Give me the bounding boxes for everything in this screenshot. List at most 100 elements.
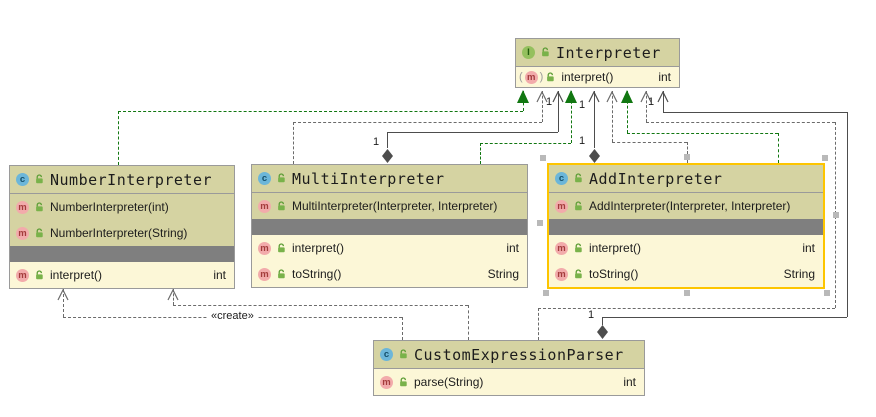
edge-parser-depends-on-number-interpreter-segment[interactable]	[172, 289, 174, 305]
selection-handle[interactable]	[540, 155, 546, 161]
member-label: AddInterpreter(Interpreter, Interpreter)	[589, 199, 791, 213]
method-icon: m	[555, 199, 568, 213]
member-row[interactable]: (m)interpret()int	[516, 67, 679, 87]
edge-label-multiplicity-add-target: 1	[579, 99, 586, 111]
member-return-type: int	[658, 70, 671, 84]
edge-add-depends-on-interpreter-segment[interactable]	[612, 141, 687, 143]
edge-parser-aggregates-interpreter-segment[interactable]	[602, 316, 847, 318]
class-icon: c	[380, 348, 393, 361]
member-row[interactable]: m NumberInterpreter(String)	[10, 220, 234, 246]
member-return-type: int	[623, 375, 636, 389]
edge-multi-depends-on-interpreter-segment[interactable]	[293, 121, 542, 123]
edge-parser-aggregates-interpreter-segment[interactable]	[663, 111, 847, 113]
edge-label-stereotype-create: «create»	[208, 311, 257, 322]
edge-parser-depends-on-number-interpreter-segment[interactable]	[173, 304, 468, 306]
member-return-type: String	[783, 267, 815, 281]
selection-handle[interactable]	[824, 290, 830, 296]
method-icon: m	[524, 70, 538, 84]
lock-icon	[573, 242, 584, 254]
edge-parser-aggregates-interpreter-segment[interactable]	[662, 91, 664, 112]
member-return-type: int	[506, 241, 519, 255]
edge-label-multiplicity-add-source: 1	[579, 135, 586, 147]
selection-handle[interactable]	[537, 220, 543, 226]
lock-icon	[573, 173, 584, 184]
selection-handle[interactable]	[543, 290, 549, 296]
member-label: interpret()	[292, 241, 345, 255]
edge-add-implements-interpreter-segment[interactable]	[626, 91, 628, 133]
class-header-custom-expression-parser[interactable]: c CustomExpressionParser	[374, 341, 644, 369]
aggregation-diamond-icon	[588, 149, 600, 168]
edge-multi-implements-interpreter-segment[interactable]	[480, 142, 571, 144]
edge-label-multiplicity-multi-target: 1	[546, 96, 553, 108]
edge-number-implements-interpreter-segment[interactable]	[117, 111, 119, 165]
edge-number-implements-interpreter-segment[interactable]	[118, 110, 523, 112]
member-row[interactable]: m parse(String) int	[374, 369, 644, 395]
edge-multi-aggregates-interpreter-segment[interactable]	[557, 91, 559, 132]
open-arrow-icon	[640, 90, 652, 108]
selection-handle[interactable]	[833, 212, 839, 218]
class-icon: c	[555, 172, 568, 185]
realization-arrow-icon	[621, 90, 633, 108]
edge-add-implements-interpreter-segment[interactable]	[627, 132, 778, 134]
open-arrow-icon	[588, 90, 600, 108]
edge-add-depends-on-interpreter-segment[interactable]	[686, 142, 688, 163]
members-separator	[10, 246, 234, 262]
edge-parser-depends-on-interpreter-segment[interactable]	[645, 91, 647, 122]
member-label: NumberInterpreter(String)	[50, 226, 188, 240]
class-node-custom-expression-parser[interactable]: c CustomExpressionParser m parse(String) int	[373, 340, 645, 396]
edge-parser-creates-number-interpreter-segment[interactable]	[62, 289, 64, 317]
class-title: NumberInterpreter	[50, 170, 213, 189]
edge-multi-aggregates-interpreter-segment[interactable]	[386, 132, 388, 148]
member-label: parse(String)	[414, 375, 484, 389]
edge-parser-aggregates-interpreter-segment[interactable]	[601, 317, 603, 325]
edge-multi-implements-interpreter-segment[interactable]	[570, 91, 572, 143]
member-label: interpret()	[50, 268, 103, 282]
selection-handle[interactable]	[684, 154, 690, 160]
selection-handle[interactable]	[822, 155, 828, 161]
lock-icon	[540, 47, 551, 58]
edge-multi-depends-on-interpreter-segment[interactable]	[292, 122, 294, 164]
edge-parser-aggregates-interpreter-segment[interactable]	[846, 112, 848, 317]
edge-parser-depends-on-interpreter-segment[interactable]	[646, 121, 835, 123]
member-label: interpret()	[561, 70, 614, 84]
edge-parser-creates-number-interpreter-segment[interactable]	[401, 317, 403, 340]
edge-add-depends-on-interpreter-segment[interactable]	[611, 91, 613, 142]
selection-handle[interactable]	[684, 290, 690, 296]
class-title: CustomExpressionParser	[414, 345, 624, 364]
edge-parser-depends-on-number-interpreter-segment[interactable]	[467, 305, 469, 340]
open-arrow-icon	[606, 90, 618, 108]
lock-icon	[34, 269, 45, 281]
edge-multi-implements-interpreter-segment[interactable]	[479, 143, 481, 164]
edge-parser-depends-on-interpreter-segment[interactable]	[538, 307, 835, 309]
edge-parser-depends-on-interpreter-segment[interactable]	[537, 308, 539, 340]
members-separator	[549, 219, 823, 235]
edge-add-implements-interpreter-segment[interactable]	[777, 133, 779, 163]
member-row[interactable]: m AddInterpreter(Interpreter, Interpreter…	[549, 193, 823, 219]
member-return-type: String	[487, 267, 519, 281]
method-icon: m	[258, 241, 271, 255]
method-icon: m	[16, 226, 29, 240]
open-arrow-icon	[536, 90, 548, 108]
edge-multi-depends-on-interpreter-segment[interactable]	[541, 91, 543, 122]
class-icon: c	[258, 172, 271, 185]
method-icon: m	[380, 375, 393, 389]
member-row[interactable]: m interpret() int	[252, 235, 527, 261]
member-label: toString()	[292, 267, 342, 281]
paren-decoration: )	[539, 71, 544, 83]
edge-add-aggregates-interpreter-segment[interactable]	[593, 91, 595, 148]
edge-multi-aggregates-interpreter-segment[interactable]	[387, 131, 558, 133]
